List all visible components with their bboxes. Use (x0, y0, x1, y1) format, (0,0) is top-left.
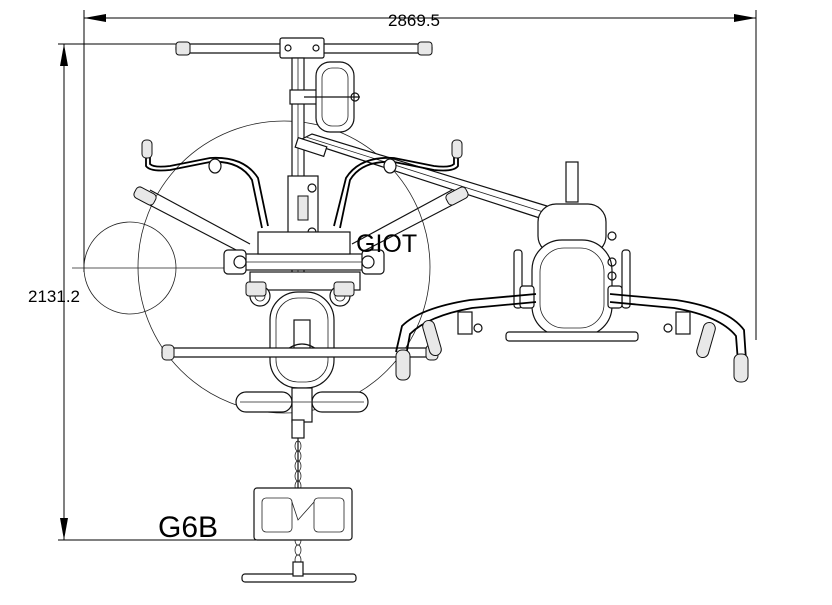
row-handle-clip (292, 561, 304, 577)
diagonal-boom (294, 133, 561, 223)
pec-arm-right-grip (451, 139, 463, 159)
right-station-foot-bar (505, 331, 639, 342)
right-station (505, 161, 639, 342)
lat-bar-grip-left (175, 41, 191, 56)
center-bench (269, 291, 335, 389)
width-arrow-left (84, 14, 106, 22)
wing-right-pad (696, 321, 716, 359)
wing-right-grip (733, 353, 749, 383)
height-arrow-top (60, 44, 68, 66)
wing-left-arm (395, 293, 537, 353)
wing-left-pad (422, 319, 442, 357)
wing-left-grip (395, 349, 411, 381)
wing-right-arm (609, 293, 747, 361)
top-weight-pod (304, 61, 360, 133)
height-dimension: 2131.2 (28, 43, 318, 541)
cable-housing (291, 419, 305, 439)
roller-pad-hub (291, 387, 313, 423)
pec-fly-arms (133, 139, 469, 253)
height-dimension-text: 2131.2 (28, 287, 80, 306)
bottom-row-handle (241, 561, 357, 583)
upper-seat-frame (257, 231, 351, 255)
right-station-post (565, 161, 579, 203)
width-dimension-text: 2869.5 (388, 11, 440, 30)
height-arrow-bottom (60, 518, 68, 540)
width-dimension: 2869.5 (83, 10, 757, 340)
main-cross-frame (223, 231, 385, 307)
width-arrow-right (734, 14, 756, 22)
foot-rest-right (313, 497, 345, 533)
wing-right-collar (675, 311, 691, 335)
pec-arm-left-pivot (208, 158, 222, 174)
wing-left-collar (457, 311, 473, 335)
seat-post (293, 319, 311, 353)
swing-radius-circle-large (137, 120, 431, 414)
right-station-wings (395, 293, 749, 383)
pec-arm-right (339, 150, 459, 229)
pec-arm-right-pivot (383, 158, 397, 174)
lat-bar-grip-right (417, 41, 433, 56)
leg-bar-end-left (161, 344, 175, 361)
cross-beam-end-left (223, 249, 247, 275)
roller-pads (235, 387, 369, 423)
model-label: G6B (158, 511, 218, 544)
pec-arm-left-grip (141, 139, 153, 159)
foot-plate (253, 487, 353, 541)
foot-rest-left (261, 497, 293, 533)
right-station-seat (531, 239, 613, 337)
lower-seat-frame (249, 271, 361, 291)
lat-bar-clamp (279, 37, 325, 59)
pec-arm-left (145, 150, 263, 229)
right-station-handle-right (621, 249, 631, 309)
lat-pulldown-bar (175, 37, 433, 59)
center-label: GIOT (356, 230, 417, 258)
leg-extension-bar (161, 344, 439, 361)
